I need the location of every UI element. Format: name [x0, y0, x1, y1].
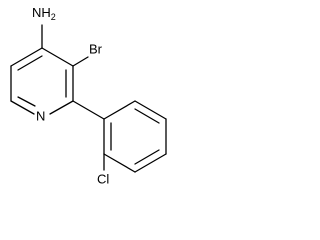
bond-b5-b6-inner [134, 108, 160, 124]
amine-label-subscript: 2 [51, 12, 56, 22]
bond-n1-c6-inner [17, 96, 36, 107]
bond-c2-n1 [49, 100, 74, 115]
bond-c5-c4-inner [17, 55, 43, 71]
bromine-label: Br [89, 41, 103, 56]
bond-c4-c3 [41, 47, 74, 67]
molecule-structure: NH2 Br N Cl [10, 5, 167, 186]
bond-c5-c4 [10, 47, 43, 67]
bond-n1-c6 [10, 100, 35, 115]
amine-label-main: NH [32, 5, 51, 20]
chlorine-label: Cl [97, 171, 109, 186]
bond-c2-aryl [72, 100, 105, 120]
amine-label: NH2 [32, 5, 56, 22]
bond-b5-b6 [134, 100, 167, 120]
bond-b6-b1 [103, 100, 136, 120]
bond-b3-b4 [134, 153, 167, 173]
bond-b2-b3 [103, 153, 136, 173]
ring-nitrogen-label: N [36, 108, 45, 123]
bond-c3-bromine [72, 56, 89, 67]
bond-b3-b4-inner [134, 149, 160, 165]
